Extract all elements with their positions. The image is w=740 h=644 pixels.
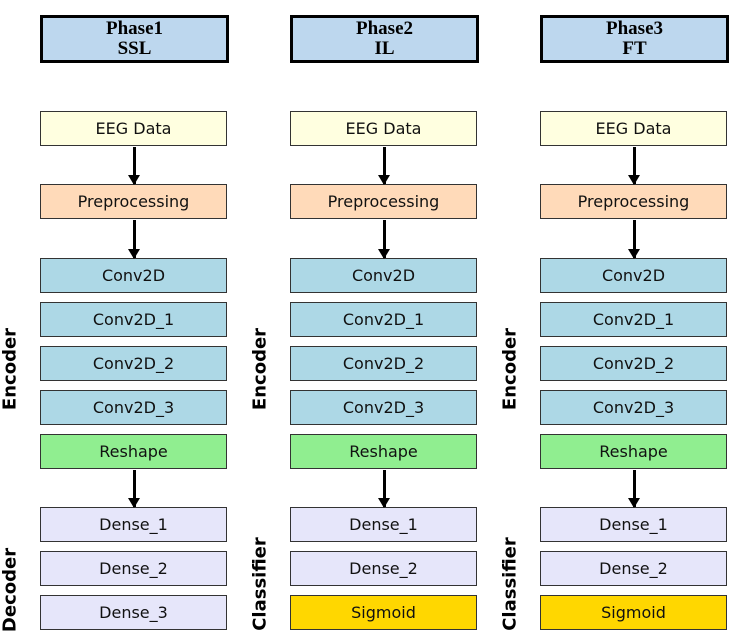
section-label-bottom: Classifier [249,537,271,631]
layer-box: Sigmoid [540,595,727,630]
phase-name: Phase1 [106,18,163,39]
layer-box: Conv2D [290,258,477,293]
section-label-top: Encoder [499,327,521,411]
layer-box: EEG Data [290,111,477,146]
phase-name: Phase2 [356,18,413,39]
layer-box: Conv2D [40,258,227,293]
layer-box: Dense_1 [40,507,227,542]
phase-subtitle: FT [622,38,647,59]
layer-box: Dense_1 [290,507,477,542]
layer-box: Conv2D [540,258,727,293]
layer-box: Reshape [40,434,227,469]
phase-subtitle: SSL [117,38,152,59]
layer-box: Conv2D_2 [290,346,477,381]
layer-box: Reshape [290,434,477,469]
layer-box: Conv2D_1 [540,302,727,337]
section-label-bottom: Classifier [499,537,521,631]
layer-box: Conv2D_2 [40,346,227,381]
arrow-icon [128,220,140,259]
layer-box: Dense_2 [40,551,227,586]
layer-box: Preprocessing [540,184,727,219]
layer-box: Preprocessing [290,184,477,219]
layer-box: Dense_1 [540,507,727,542]
layer-box: Conv2D_3 [290,390,477,425]
arrow-icon [628,147,640,185]
arrow-icon [128,147,140,185]
layer-box: Conv2D_3 [540,390,727,425]
layer-box: Conv2D_1 [40,302,227,337]
section-label-top: Encoder [0,327,21,411]
layer-box: EEG Data [540,111,727,146]
layer-box: Reshape [540,434,727,469]
layer-box: Preprocessing [40,184,227,219]
layer-box: Conv2D_1 [290,302,477,337]
layer-box: EEG Data [40,111,227,146]
arrow-icon [378,220,390,259]
phase-subtitle: IL [374,38,395,59]
section-label-bottom: Decoder [0,547,21,633]
arrow-icon [128,470,140,508]
arrow-icon [378,147,390,185]
layer-box: Sigmoid [290,595,477,630]
section-label-top: Encoder [249,327,271,411]
arrow-icon [628,470,640,508]
layer-box: Conv2D_2 [540,346,727,381]
arrow-icon [378,470,390,508]
layer-box: Dense_2 [540,551,727,586]
arrow-icon [628,220,640,259]
layer-box: Conv2D_3 [40,390,227,425]
phase-name: Phase3 [606,18,663,39]
layer-box: Dense_2 [290,551,477,586]
layer-box: Dense_3 [40,595,227,630]
